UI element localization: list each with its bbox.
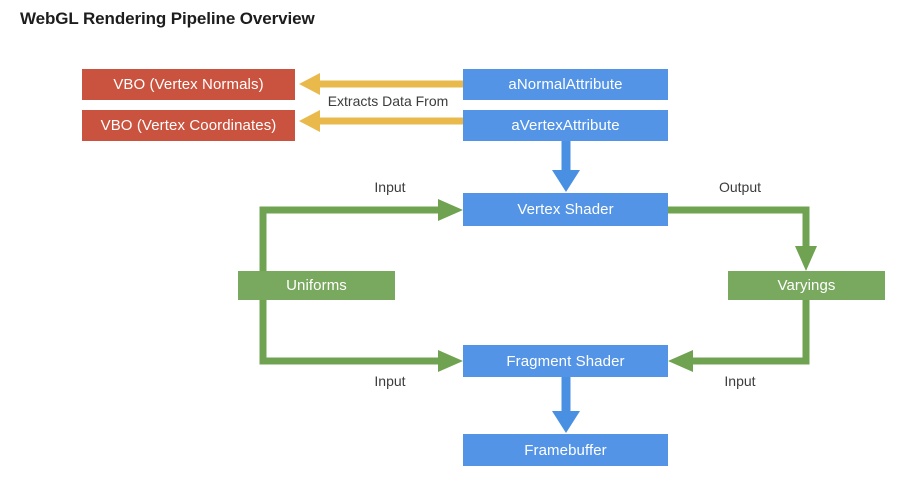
arrow-uniforms-to-fragment-shader: [259, 296, 463, 372]
node-uniforms[interactable]: Uniforms: [238, 271, 395, 300]
node-framebuffer[interactable]: Framebuffer: [463, 434, 668, 466]
edge-label-extracts-data-from: Extracts Data From: [327, 93, 449, 109]
arrow-uniforms-to-vertex-shader: [259, 199, 463, 276]
node-vbo-vertex-coordinates[interactable]: VBO (Vertex Coordinates): [82, 110, 295, 141]
arrow-fragment-shader-to-framebuffer: [552, 377, 580, 433]
edge-label-uniforms-to-vertex-shader: Input: [374, 179, 406, 195]
edge-label-uniforms-to-fragment-shader: Input: [374, 373, 406, 389]
edge-label-vertex-shader-to-varyings: Output: [718, 179, 762, 195]
arrow-vertex-attribute-to-vbo-coords: [299, 110, 463, 132]
edge-label-varyings-to-fragment-shader: Input: [724, 373, 756, 389]
node-vertex-shader[interactable]: Vertex Shader: [463, 193, 668, 226]
arrow-vertex-shader-to-varyings: [668, 206, 817, 271]
arrow-normal-attribute-to-vbo-normals: [299, 73, 463, 95]
page-title: WebGL Rendering Pipeline Overview: [20, 9, 315, 28]
node-varyings[interactable]: Varyings: [728, 271, 885, 300]
node-anormalattribute[interactable]: aNormalAttribute: [463, 69, 668, 100]
node-fragment-shader[interactable]: Fragment Shader: [463, 345, 668, 377]
arrow-vertex-attribute-to-vertex-shader: [552, 140, 580, 192]
node-avertexattribute[interactable]: aVertexAttribute: [463, 110, 668, 141]
node-vbo-vertex-normals[interactable]: VBO (Vertex Normals): [82, 69, 295, 100]
arrow-varyings-to-fragment-shader: [668, 300, 810, 372]
